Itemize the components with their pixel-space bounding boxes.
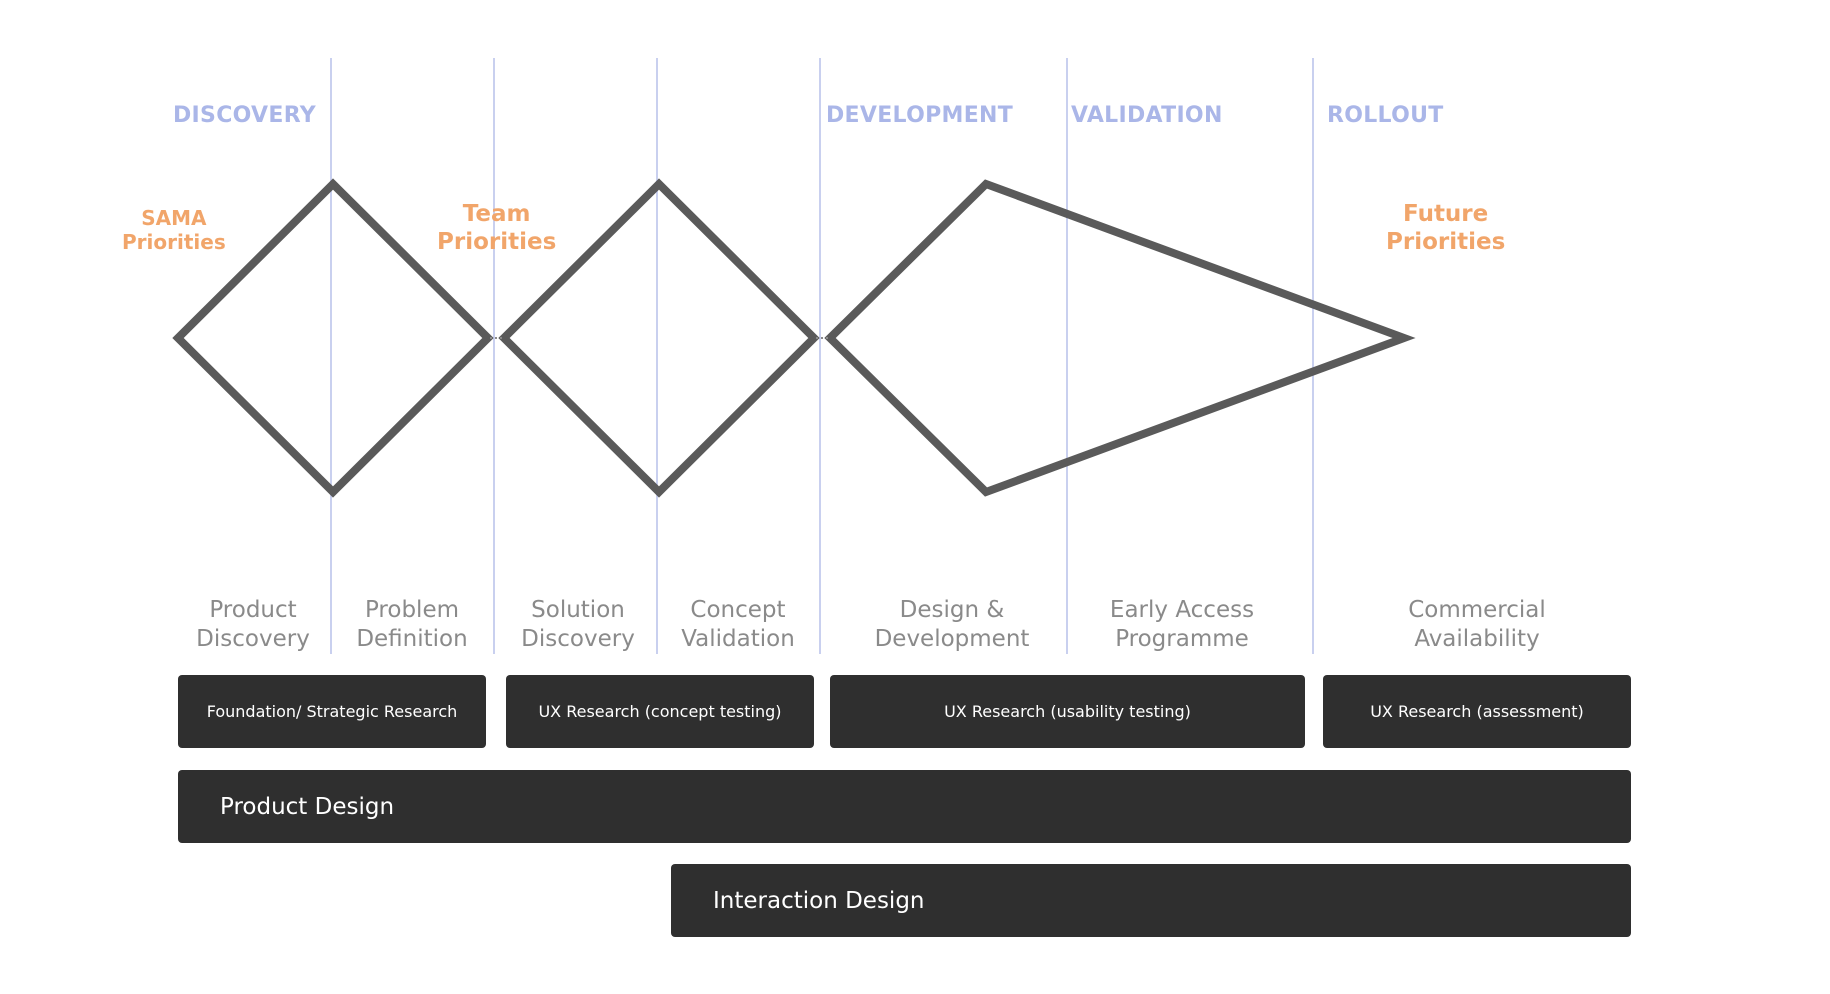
stage-line: Discovery: [196, 626, 310, 652]
stage-line: Development: [874, 626, 1030, 652]
stage-label-solution-discovery: Solution Discovery: [521, 596, 635, 654]
stage-line: Design &: [899, 597, 1005, 623]
stage-line: Programme: [1115, 626, 1249, 652]
stage-line: Concept: [690, 597, 786, 623]
priority-line: Future: [1403, 201, 1489, 227]
priority-label-sama: SAMA Priorities: [122, 206, 226, 254]
stage-label-design-development: Design & Development: [875, 596, 1030, 654]
phase-dividers: [330, 58, 1314, 654]
phase-label-development: DEVELOPMENT: [826, 103, 1014, 128]
stage-line: Discovery: [521, 626, 635, 652]
research-bar-assessment: UX Research (assessment): [1323, 675, 1631, 748]
stage-line: Problem: [364, 597, 460, 623]
priority-label-future: Future Priorities: [1386, 201, 1505, 256]
stage-label-commercial-availability: Commercial Availability: [1408, 596, 1546, 654]
stage-line: Early Access: [1109, 597, 1255, 623]
research-bar-foundation-strategic: Foundation/ Strategic Research: [178, 675, 486, 748]
interaction-design-bar: Interaction Design: [671, 864, 1631, 937]
priority-line: Priorities: [122, 230, 226, 254]
phase-label-discovery: DISCOVERY: [173, 103, 316, 128]
research-bar-usability-testing: UX Research (usability testing): [830, 675, 1305, 748]
phase-label-validation: VALIDATION: [1071, 103, 1223, 128]
kite-development-rollout: [824, 179, 1416, 497]
priority-label-team: Team Priorities: [437, 201, 556, 256]
product-design-bar: Product Design: [178, 770, 1631, 843]
priority-line: SAMA: [141, 206, 207, 230]
stage-line: Product: [209, 597, 297, 623]
double-diamond-shapes: [172, 178, 1416, 498]
diamond-solution: [498, 178, 820, 498]
stage-line: Solution: [531, 597, 625, 623]
stage-label-product-discovery: Product Discovery: [196, 596, 310, 654]
phase-label-rollout: ROLLOUT: [1327, 103, 1444, 128]
stage-line: Validation: [681, 626, 795, 652]
diamond-discovery: [172, 178, 494, 498]
priority-line: Priorities: [1386, 228, 1506, 255]
research-bar-concept-testing: UX Research (concept testing): [506, 675, 814, 748]
stage-line: Definition: [356, 626, 468, 652]
stage-line: Commercial: [1408, 597, 1546, 623]
priority-line: Team: [462, 201, 531, 227]
stage-label-concept-validation: Concept Validation: [681, 596, 795, 654]
stage-label-problem-definition: Problem Definition: [356, 596, 467, 654]
stage-line: Availability: [1414, 626, 1540, 652]
priority-line: Priorities: [437, 228, 557, 255]
stage-label-early-access-programme: Early Access Programme: [1110, 596, 1254, 654]
